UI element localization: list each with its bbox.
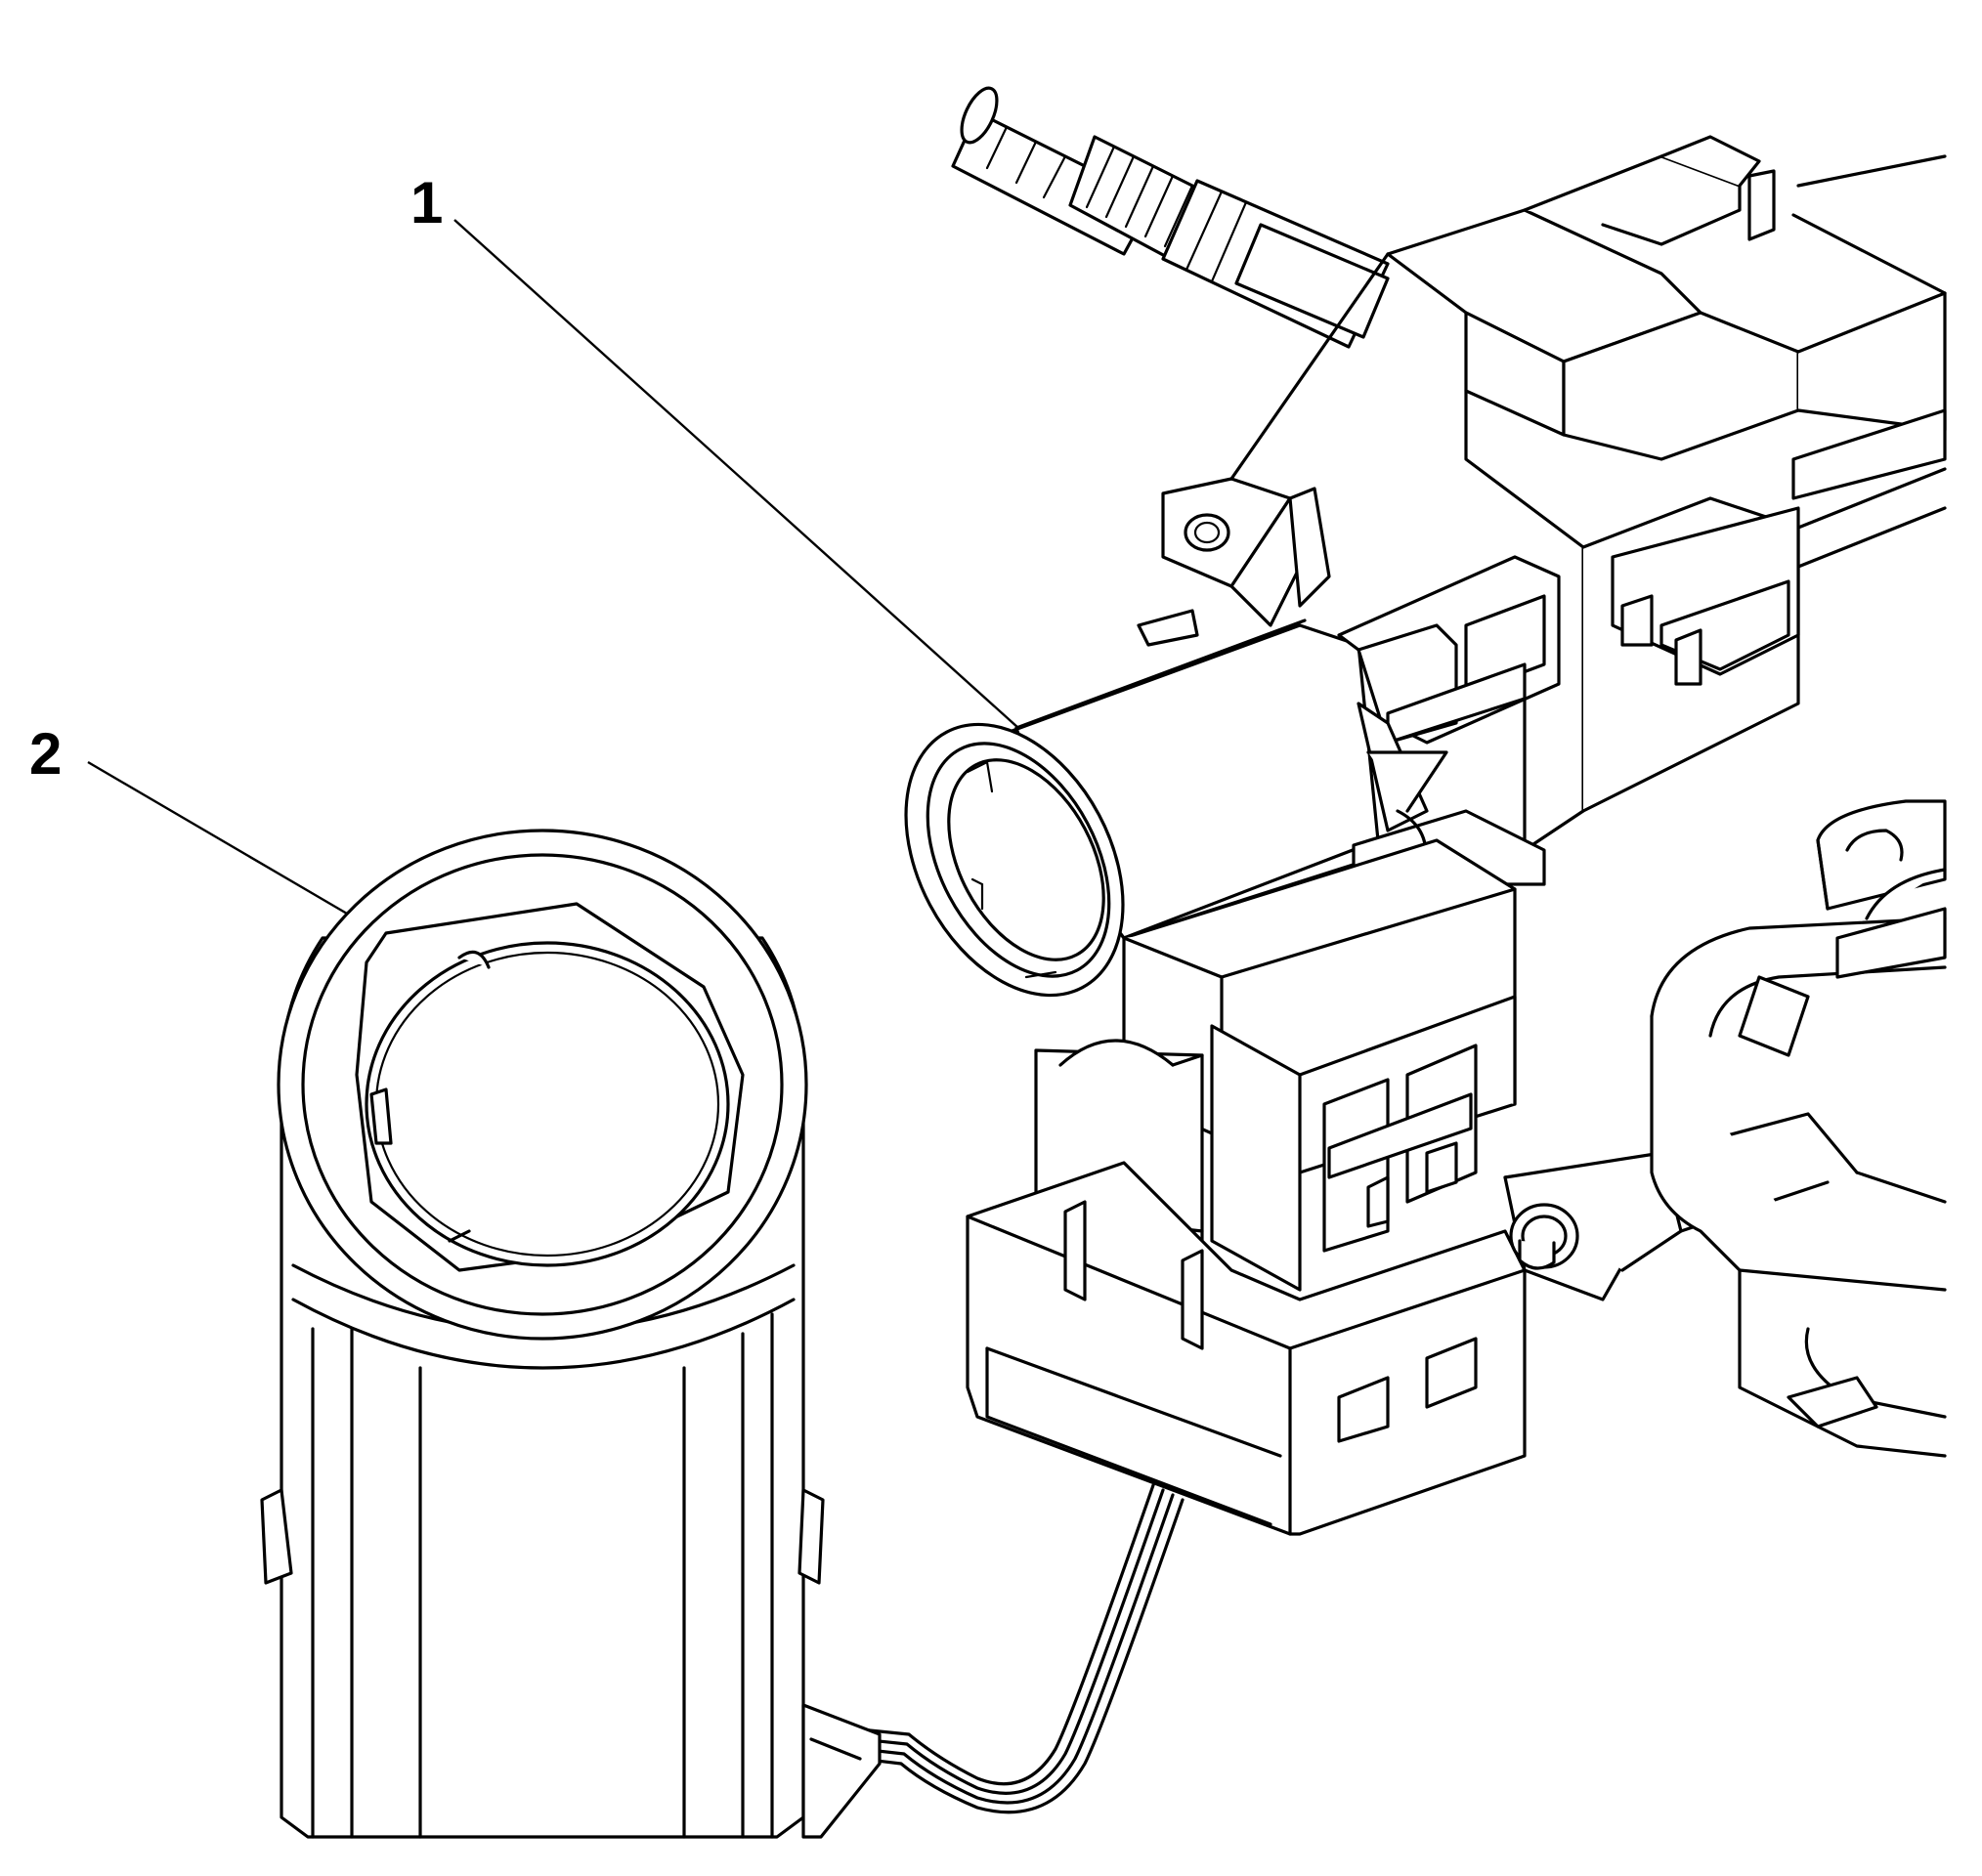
steering-shaft [951, 86, 1390, 349]
wiring-harness [858, 1483, 1185, 1814]
lower-column [1650, 799, 1947, 1458]
leader-line-1 [453, 219, 1019, 729]
callout-1: 1 [410, 170, 443, 235]
callout-2: 2 [29, 721, 62, 787]
lock-cylinder-sleeve [904, 618, 1380, 998]
connector-block [966, 1161, 1527, 1536]
ignition-lock-housing [260, 829, 882, 1839]
leader-lines [87, 219, 1019, 916]
leader-line-2 [87, 760, 348, 916]
column-housing [1386, 135, 1947, 852]
mounting-bracket [1137, 252, 1390, 647]
